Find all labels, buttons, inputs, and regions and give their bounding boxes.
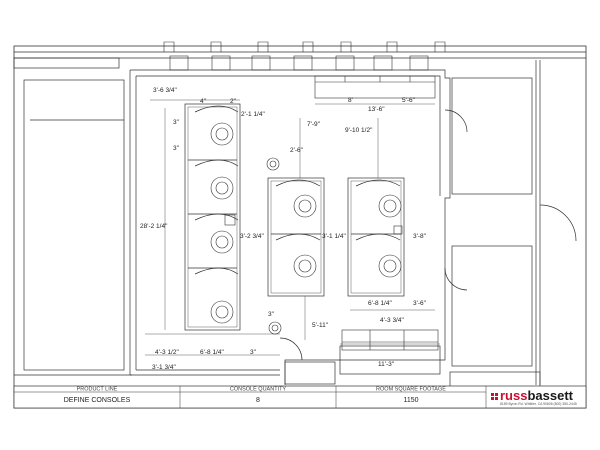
dim-label: 2'-1 1/4" [241, 111, 265, 118]
dim-label: 3" [250, 349, 257, 356]
chairs-left [210, 122, 234, 324]
dim-label: 3'-1 3/4" [152, 364, 176, 371]
russ-bassett-logo: russbassett 8189 Byron Rd. Whittier, CA … [491, 388, 577, 406]
top-columns [163, 41, 446, 71]
title-block: PRODUCT LINE DEFINE CONSOLES CONSOLE QUA… [13, 385, 587, 409]
dim-label: 3'-2 3/4" [240, 233, 264, 240]
dimension-labels: 3'-6 3/4" 4" 2" 3" 3" 2'-1 1/4" 28'-2 1/… [140, 87, 427, 371]
console-group-left [184, 103, 241, 331]
brand-address: 8189 Byron Rd. Whittier, CA 90606 (800) … [500, 402, 577, 406]
console-quantity-value: 8 [256, 397, 260, 404]
dim-label: 3'-6" [413, 300, 427, 307]
console-group-right [347, 177, 405, 297]
brand-name-bassett: bassett [527, 388, 573, 403]
console-group-middle [267, 177, 325, 297]
dim-label: 3'-8" [413, 233, 427, 240]
dim-label: 3'-6 3/4" [153, 87, 177, 94]
product-line-label: PRODUCT LINE [77, 387, 118, 393]
dim-label: 2'-6" [290, 147, 304, 154]
dim-label: 3'-1 1/4" [322, 233, 346, 240]
dim-label: 5'-11" [312, 322, 329, 329]
svg-text:russbassett: russbassett [500, 388, 574, 403]
room-sqft-label: ROOM SQUARE FOOTAGE [376, 387, 446, 393]
chairs-right [378, 194, 402, 278]
wall-counter [314, 75, 436, 99]
brand-name-russ: russ [500, 388, 527, 403]
dim-label: 11'-3" [378, 361, 395, 368]
dim-label: 4'-3 1/2" [155, 349, 179, 356]
dim-label: 6'-8 1/4" [368, 300, 392, 307]
building-walls [13, 51, 586, 389]
sheet-border [13, 45, 587, 409]
console-quantity-label: CONSOLE QUANTITY [230, 387, 287, 393]
dim-label: 9'-10 1/2" [345, 127, 373, 134]
dim-label: 7'-9" [307, 121, 321, 128]
bottom-counter [341, 329, 439, 351]
dim-label: 4" [200, 98, 207, 105]
side-tables [224, 157, 403, 335]
dimension-lines [145, 99, 440, 356]
dim-label: 3" [268, 311, 275, 318]
dim-label: 5'-6" [402, 97, 416, 104]
dim-label: 8' [348, 97, 353, 104]
dim-label: 3" [173, 119, 180, 126]
dim-label: 2" [230, 98, 237, 105]
dim-label: 6'-8 1/4" [200, 349, 224, 356]
dim-label: 13'-6" [368, 106, 385, 113]
product-line-value: DEFINE CONSOLES [64, 397, 131, 404]
dim-label: 4'-3 3/4" [380, 317, 404, 324]
room-sqft-value: 1150 [403, 397, 418, 404]
dim-label: 3" [173, 145, 180, 152]
dim-label: 28'-2 1/4" [140, 223, 168, 230]
chairs-middle [293, 194, 317, 278]
